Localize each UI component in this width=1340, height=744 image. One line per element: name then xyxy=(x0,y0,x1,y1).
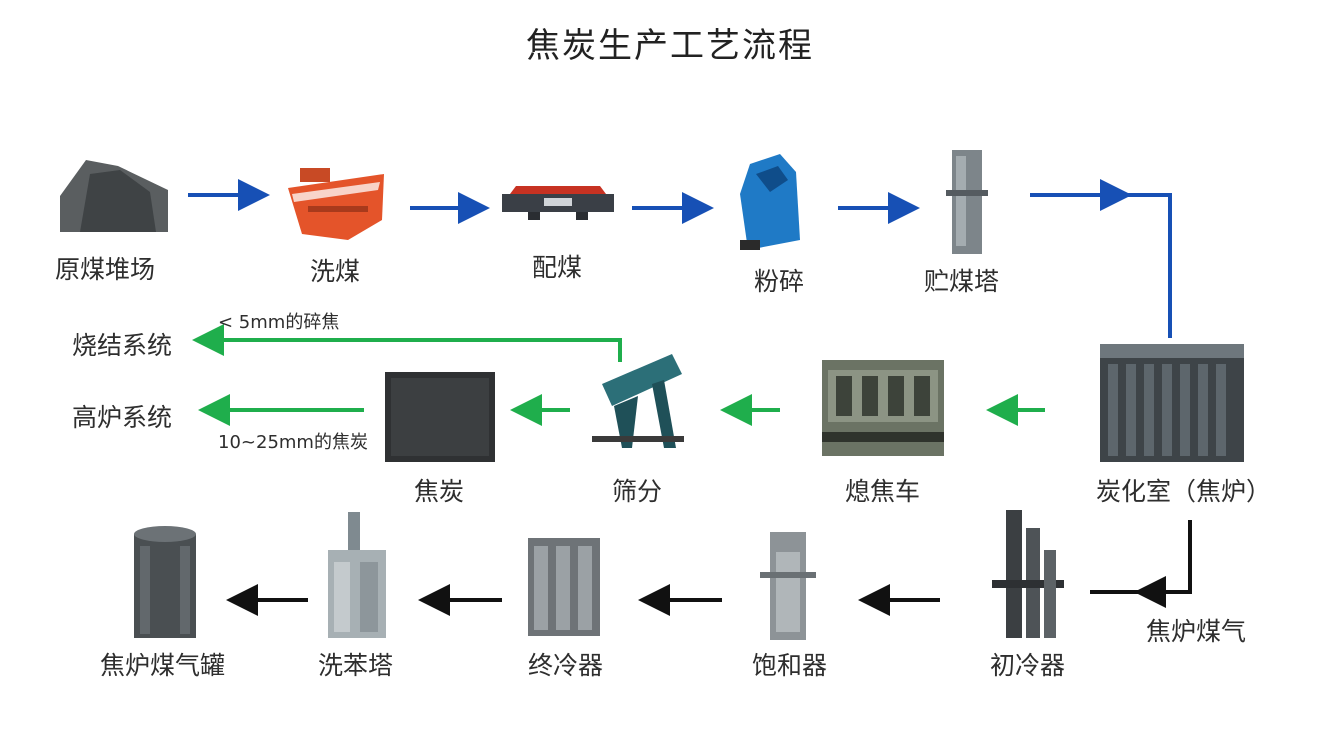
node-saturator: 饱和器 xyxy=(752,651,828,680)
arrow-screen-to-sinter xyxy=(192,324,622,362)
note-lump-coke: 10~25mm的焦炭 xyxy=(218,432,368,453)
node-coal-tower: 贮煤塔 xyxy=(924,267,1000,296)
node-gas-holder: 焦炉煤气罐 xyxy=(100,651,226,680)
benzene-tower-icon xyxy=(328,512,386,638)
node-washing: 洗煤 xyxy=(310,257,361,286)
quench-car-icon xyxy=(822,360,944,456)
coal-tower-icon xyxy=(946,150,988,254)
node-screening: 筛分 xyxy=(612,477,663,506)
blending-machine-icon xyxy=(502,186,614,220)
page-title: 焦炭生产工艺流程 xyxy=(526,26,814,66)
node-blending: 配煤 xyxy=(532,253,583,282)
node-blast-furnace: 高炉系统 xyxy=(72,403,173,432)
note-fine-coke: < 5mm的碎焦 xyxy=(218,312,340,333)
row1-arrows xyxy=(188,179,1172,338)
coke-sample-icon xyxy=(385,372,495,462)
node-quench-car: 熄焦车 xyxy=(845,477,921,506)
node-raw-coal-yard: 原煤堆场 xyxy=(55,255,156,284)
note-coke-gas: 焦炉煤气 xyxy=(1146,617,1247,646)
screen-machine-icon xyxy=(592,354,684,448)
arrow-tower-to-oven xyxy=(1030,193,1172,338)
node-benzene-tower: 洗苯塔 xyxy=(318,651,394,680)
node-primary-cooler: 初冷器 xyxy=(990,651,1066,680)
saturator-icon xyxy=(760,532,816,640)
primary-cooler-icon xyxy=(992,510,1064,638)
row2-arrows xyxy=(192,324,1045,426)
coke-oven-icon xyxy=(1100,344,1244,462)
crusher-icon xyxy=(740,154,800,250)
coal-pile-icon xyxy=(60,160,168,232)
arrow-oven-to-primary xyxy=(1090,520,1192,594)
node-final-cooler: 终冷器 xyxy=(528,651,604,680)
node-coke: 焦炭 xyxy=(414,477,465,506)
node-sinter-system: 烧结系统 xyxy=(72,331,173,360)
final-cooler-icon xyxy=(528,538,600,636)
washer-machine-icon xyxy=(288,168,384,240)
node-carbonization: 炭化室（焦炉） xyxy=(1096,477,1272,506)
node-crushing: 粉碎 xyxy=(754,267,805,296)
gas-holder-icon xyxy=(134,526,196,638)
row3-arrows xyxy=(226,520,1192,616)
